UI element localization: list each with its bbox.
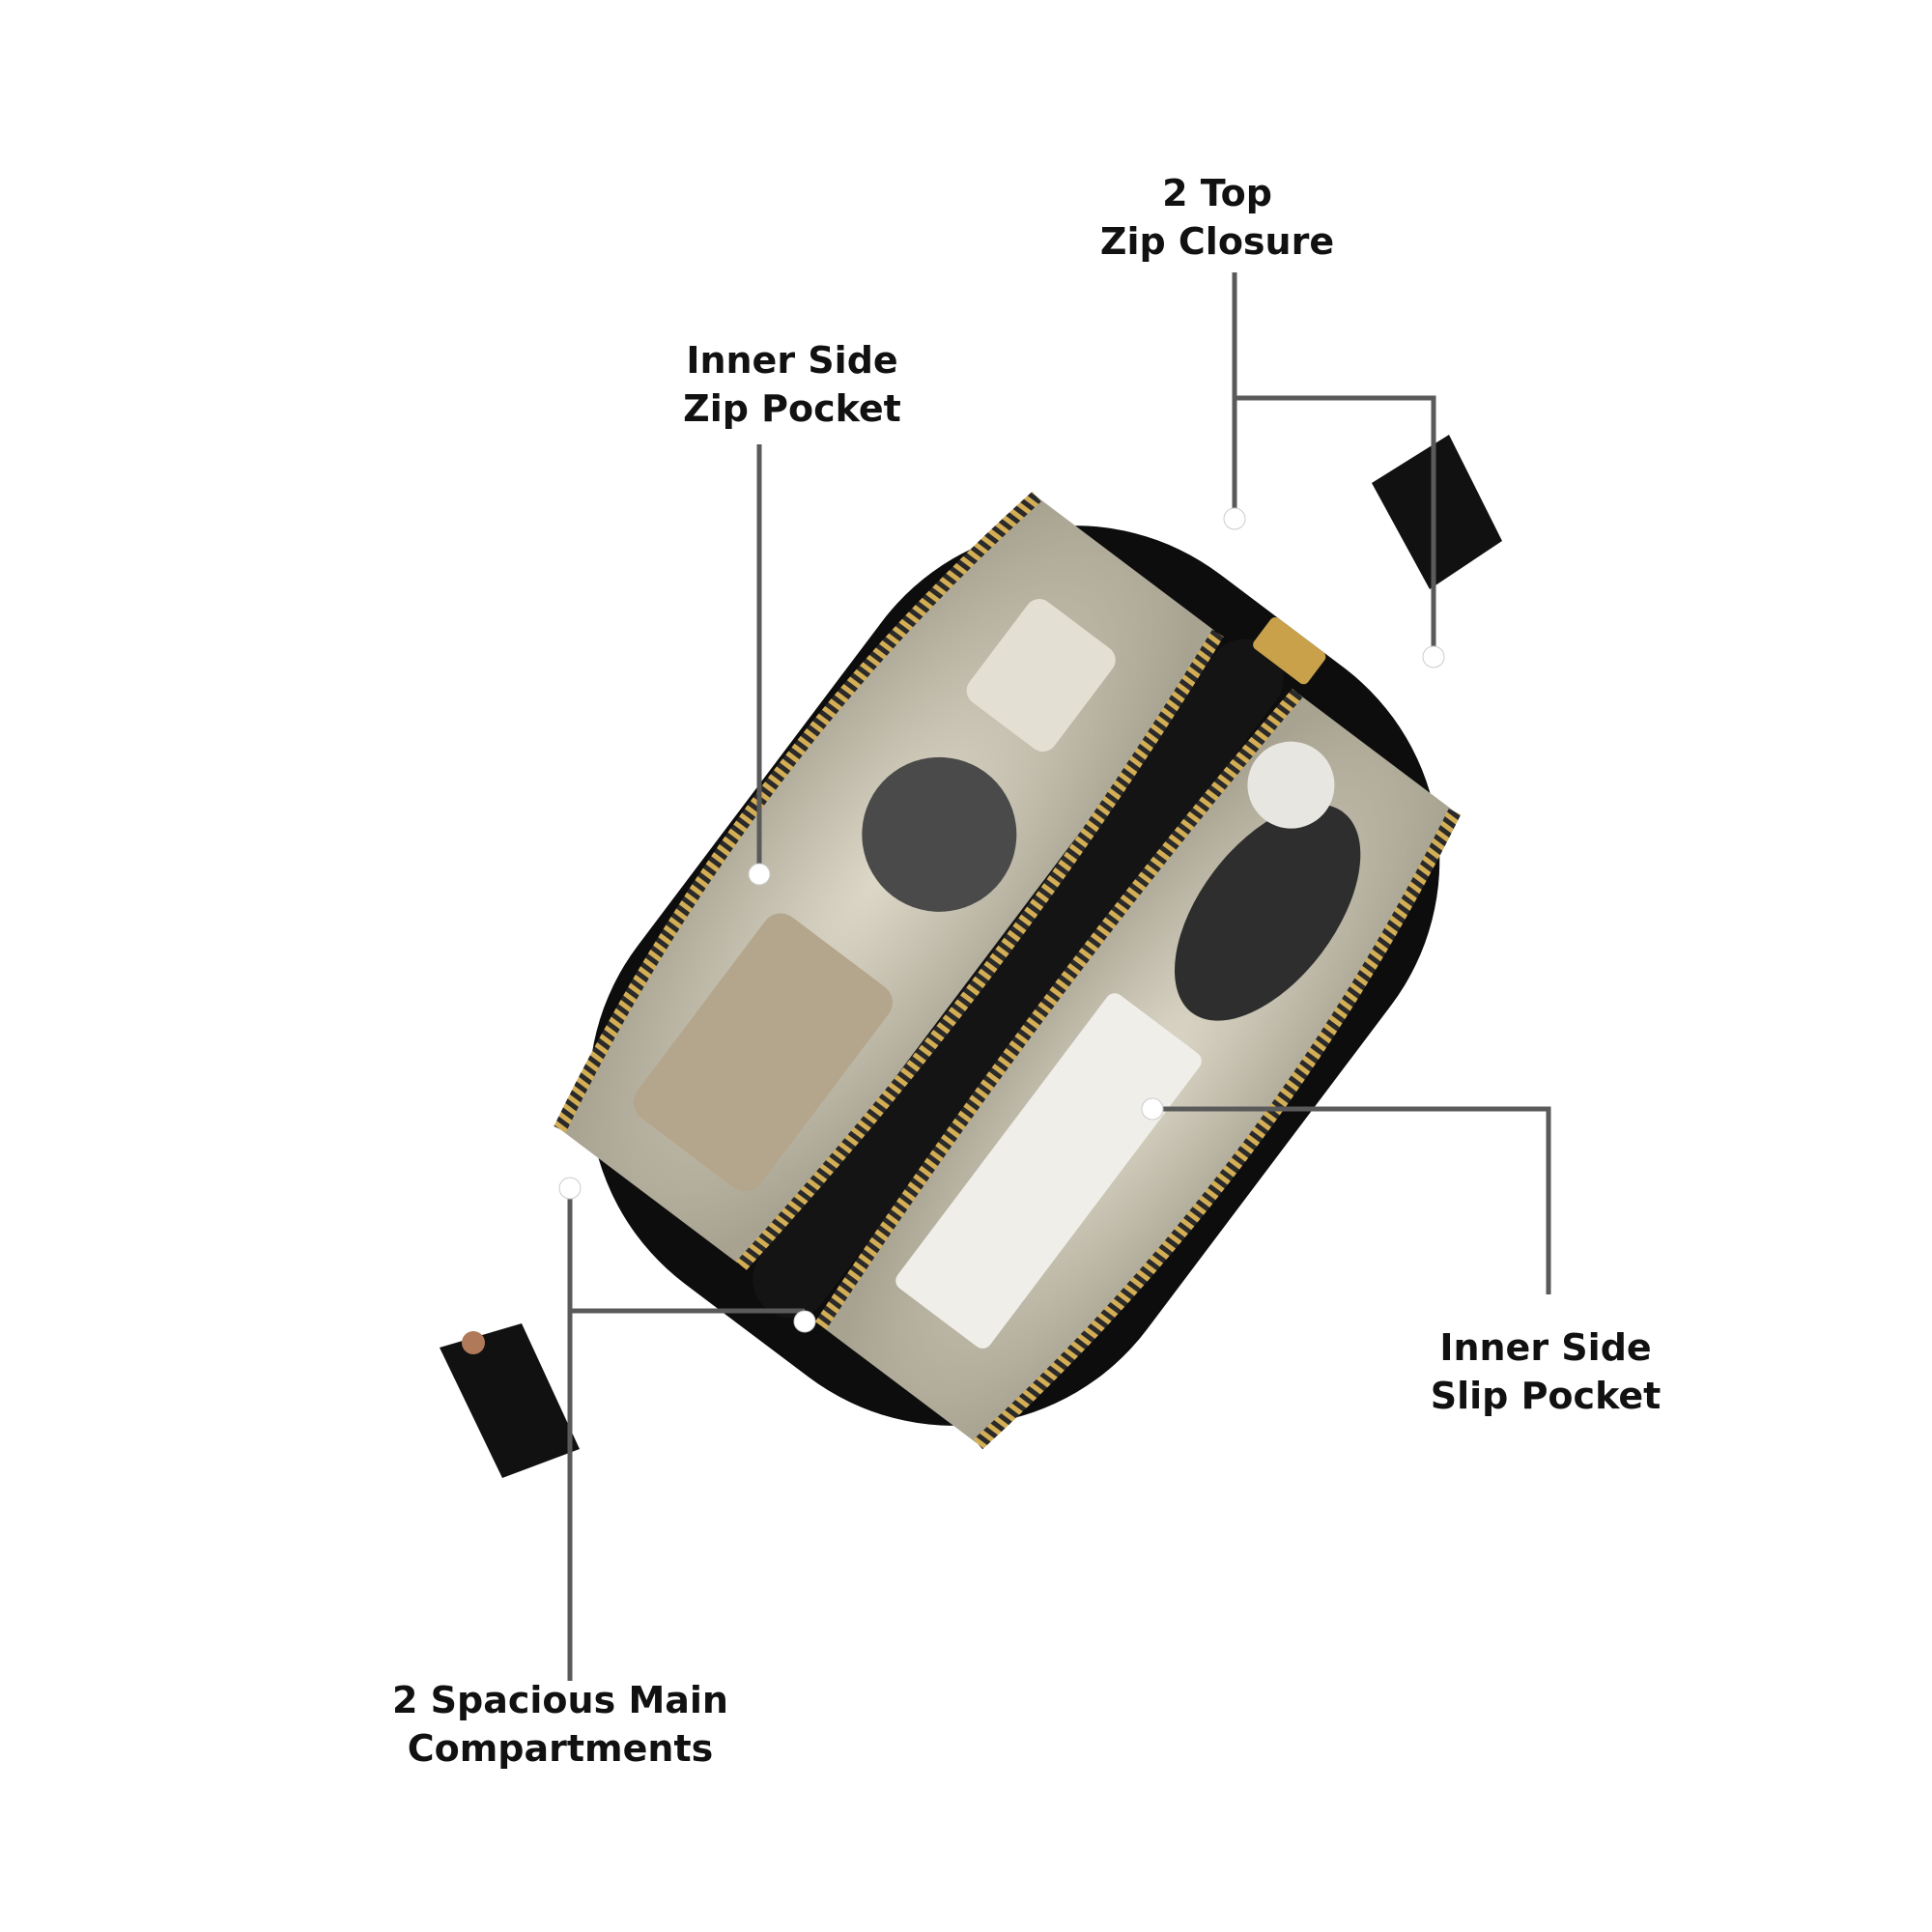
leader-top-zip	[1232, 395, 1436, 657]
zipper-lower-inner	[814, 688, 1303, 1330]
dot-inner-zip	[748, 863, 771, 886]
callout-inner-zip-line1: Inner Side	[686, 339, 898, 382]
dot-top-zip-1	[1223, 507, 1246, 530]
zipper-pull	[1253, 617, 1326, 685]
middle-divider	[753, 639, 1284, 1319]
zipper-upper-outer	[554, 491, 1041, 1132]
strap-tab-top	[1372, 435, 1502, 589]
perfume-item	[862, 756, 1017, 912]
coin-item	[1247, 741, 1335, 829]
strap-tab-bottom	[440, 1323, 580, 1478]
dot-main-2	[793, 1310, 816, 1333]
callout-main-line2: Compartments	[407, 1727, 714, 1770]
dot-inner-slip	[1141, 1097, 1164, 1121]
callout-inner-slip-line1: Inner Side	[1439, 1326, 1652, 1369]
callout-inner-slip-line2: Slip Pocket	[1430, 1375, 1662, 1417]
callout-top-zip-closure: 2 Top Zip Closure	[1005, 169, 1430, 266]
callout-top-zip-line1: 2 Top	[1162, 172, 1272, 214]
dot-main-1	[558, 1177, 582, 1200]
sunglasses-item	[1174, 804, 1361, 1021]
callout-inner-zip-pocket: Inner Side Zip Pocket	[580, 336, 1005, 433]
callout-main-compartments: 2 Spacious Main Compartments	[328, 1676, 792, 1773]
leader-inner-slip	[1152, 1106, 1551, 1294]
zipper-upper-inner	[736, 629, 1224, 1271]
compartment-lower	[822, 694, 1454, 1443]
zipper-lower-outer	[973, 809, 1462, 1450]
leader-lines	[567, 272, 1551, 1681]
phone-item	[633, 913, 893, 1192]
inner-zip-pocket	[966, 599, 1116, 753]
bag-body	[554, 491, 1462, 1450]
callout-inner-zip-line2: Zip Pocket	[683, 387, 901, 430]
callout-main-line1: 2 Spacious Main	[392, 1679, 728, 1721]
callout-inner-slip-pocket: Inner Side Slip Pocket	[1343, 1323, 1748, 1420]
dot-top-zip-2	[1422, 645, 1445, 668]
compartment-upper	[559, 497, 1214, 1264]
callout-top-zip-line2: Zip Closure	[1099, 220, 1335, 263]
notebook-item	[895, 993, 1202, 1349]
